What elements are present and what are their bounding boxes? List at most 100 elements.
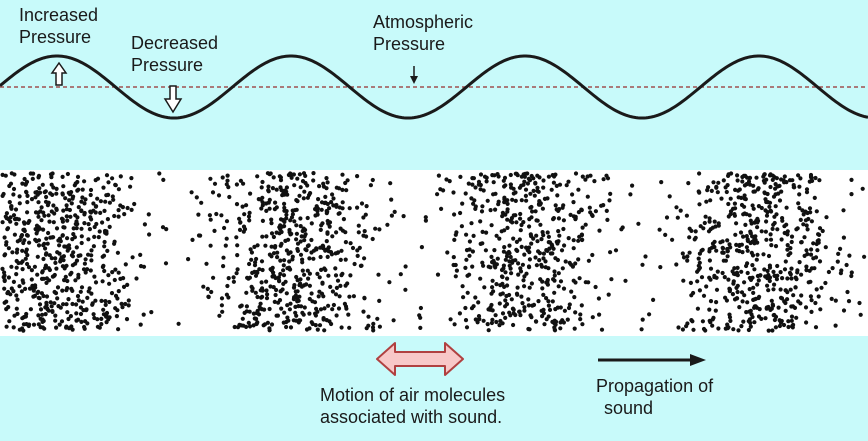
air-molecule xyxy=(463,191,468,196)
air-molecule xyxy=(706,229,712,234)
air-molecule xyxy=(7,200,12,205)
air-molecule xyxy=(36,313,41,318)
air-molecule xyxy=(757,294,762,299)
air-molecule xyxy=(70,237,75,242)
air-molecule xyxy=(101,185,106,190)
air-molecule xyxy=(847,253,852,258)
air-molecule xyxy=(53,318,58,323)
air-molecule xyxy=(377,227,382,232)
air-molecule xyxy=(687,235,692,240)
air-molecule xyxy=(53,260,58,265)
air-molecule xyxy=(841,235,847,240)
air-molecule xyxy=(294,313,299,318)
air-molecule xyxy=(50,308,55,314)
air-molecule xyxy=(320,281,325,286)
air-molecule xyxy=(309,221,314,226)
air-molecule xyxy=(533,255,538,260)
air-molecule xyxy=(21,328,26,333)
air-molecule xyxy=(556,271,561,276)
air-molecule xyxy=(586,258,592,263)
air-molecule xyxy=(219,303,224,308)
air-molecule xyxy=(134,276,139,281)
air-molecule xyxy=(777,198,783,203)
air-molecule xyxy=(4,240,9,245)
air-molecule xyxy=(307,296,312,302)
air-molecule xyxy=(756,186,761,191)
air-molecule xyxy=(503,257,508,262)
air-molecule xyxy=(735,178,740,183)
air-molecule xyxy=(347,325,352,330)
air-molecule xyxy=(473,295,478,300)
air-molecule xyxy=(347,206,352,211)
propagation-label-line2: sound xyxy=(604,398,654,418)
air-molecule xyxy=(305,243,310,249)
air-molecule xyxy=(2,270,7,275)
air-molecule xyxy=(315,271,320,276)
air-molecule xyxy=(260,267,265,273)
air-molecule xyxy=(106,180,111,185)
air-molecule xyxy=(752,320,757,325)
air-molecule xyxy=(262,322,267,327)
air-molecule xyxy=(20,316,25,321)
air-molecule xyxy=(102,208,107,213)
air-molecule xyxy=(176,321,181,326)
air-molecule xyxy=(48,191,53,196)
air-molecule xyxy=(107,299,112,305)
air-molecule xyxy=(67,207,72,213)
air-molecule xyxy=(746,327,752,333)
air-molecule xyxy=(745,175,750,180)
air-molecule xyxy=(453,274,458,279)
air-molecule xyxy=(777,323,783,329)
air-molecule xyxy=(609,277,614,282)
air-molecule xyxy=(348,241,353,246)
air-molecule xyxy=(66,245,71,250)
air-molecule xyxy=(276,275,281,280)
air-molecule xyxy=(247,309,252,314)
air-molecule xyxy=(590,315,595,320)
air-molecule xyxy=(789,314,795,319)
air-molecule xyxy=(25,210,30,215)
air-molecule xyxy=(525,248,530,253)
air-molecule xyxy=(29,268,34,273)
air-molecule xyxy=(339,325,344,330)
air-molecule xyxy=(519,294,524,299)
air-molecule xyxy=(58,305,63,310)
air-molecule xyxy=(686,181,691,186)
air-molecule xyxy=(42,213,47,218)
air-molecule xyxy=(76,275,81,280)
air-molecule xyxy=(315,309,320,314)
air-molecule xyxy=(515,248,520,253)
air-molecule xyxy=(770,177,775,182)
air-molecule xyxy=(696,189,701,194)
air-molecule xyxy=(248,247,253,252)
air-molecule xyxy=(286,251,291,256)
air-molecule xyxy=(492,248,497,253)
air-molecule xyxy=(274,287,279,293)
air-molecule xyxy=(370,177,375,183)
air-molecule xyxy=(326,249,331,254)
air-molecule xyxy=(83,270,88,275)
air-molecule xyxy=(317,184,322,189)
air-molecule xyxy=(747,275,752,281)
air-molecule xyxy=(366,314,371,319)
air-molecule xyxy=(579,303,584,308)
air-molecule xyxy=(79,285,85,290)
air-molecule xyxy=(750,314,755,320)
air-molecule xyxy=(389,213,394,218)
air-molecule xyxy=(551,246,556,251)
air-molecule xyxy=(6,217,11,222)
air-molecule xyxy=(14,265,19,270)
air-molecule xyxy=(116,270,121,275)
air-molecule xyxy=(104,173,110,178)
air-molecule xyxy=(56,238,61,243)
air-molecule xyxy=(205,286,210,291)
air-molecule xyxy=(387,280,392,285)
air-molecule xyxy=(461,295,466,300)
air-molecule xyxy=(830,266,835,271)
air-molecule xyxy=(571,238,576,243)
air-molecule xyxy=(703,328,708,333)
air-molecule xyxy=(495,172,500,177)
air-molecule xyxy=(290,254,295,259)
air-molecule xyxy=(347,294,352,299)
air-molecule xyxy=(798,176,803,181)
